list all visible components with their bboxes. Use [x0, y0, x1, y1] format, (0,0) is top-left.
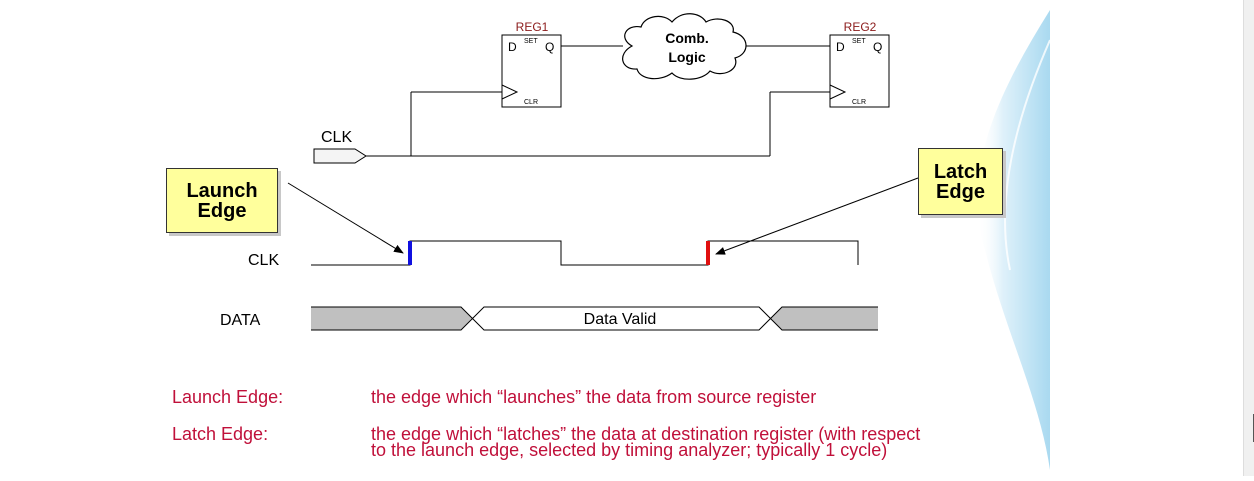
window-scrollbar[interactable]	[1243, 0, 1254, 476]
latch-edge-callout: Latch Edge	[918, 148, 1003, 215]
data-valid-label: Data Valid	[584, 311, 657, 328]
comb-logic-label-line1: Comb.	[665, 30, 709, 46]
launch-edge-callout: Launch Edge	[166, 168, 278, 233]
reg2-label: REG2	[844, 20, 877, 34]
reg2-flip-flop	[829, 34, 890, 108]
comb-logic-cloud	[622, 13, 747, 80]
reg2-set-pin: SET	[852, 38, 866, 45]
clk-waveform-label: CLK	[248, 252, 279, 269]
launch-callout-line1: Launch	[186, 179, 258, 202]
reg1-clr-pin: CLR	[524, 99, 538, 106]
reg1-set-pin: SET	[524, 38, 538, 45]
definition-text-line: the edge which “latches” the data at des…	[371, 424, 921, 444]
latch-callout-line2: Edge	[936, 180, 985, 203]
clk-input-label: CLK	[321, 129, 352, 146]
definition-text-line: to the launch edge, selected by timing a…	[371, 440, 888, 460]
definition-term: Latch Edge:	[172, 424, 269, 444]
reg2-clr-pin: CLR	[852, 99, 866, 106]
latch-edge-arrow	[715, 177, 919, 255]
comb-logic-label-line2: Logic	[668, 49, 706, 65]
clk-input-pad	[313, 148, 367, 164]
reg1-q-pin: Q	[545, 40, 554, 54]
definition-launch-edge: Launch Edge: the edge which “launches” t…	[172, 387, 1052, 409]
launch-edge-arrow	[287, 182, 404, 254]
launch-callout-line2: Edge	[197, 199, 247, 222]
definition-text-line: the edge which “launches” the data from …	[371, 387, 817, 407]
data-invalid-region-right	[771, 307, 878, 330]
data-waveform-label: DATA	[220, 312, 261, 329]
reg2-d-pin: D	[836, 40, 845, 54]
definition-latch-edge: Latch Edge: the edge which “latches” the…	[172, 424, 1052, 462]
circuit-schematic	[313, 13, 890, 164]
reg1-flip-flop	[501, 34, 562, 108]
data-invalid-region-left	[311, 307, 472, 330]
latch-callout-line1: Latch	[933, 160, 988, 183]
clk-waveform	[311, 240, 859, 266]
reg1-label: REG1	[516, 20, 549, 34]
reg1-d-pin: D	[508, 40, 517, 54]
background-swoosh	[977, 10, 1050, 470]
reg2-q-pin: Q	[873, 40, 882, 54]
data-waveform	[311, 306, 878, 331]
definition-term: Launch Edge:	[172, 387, 284, 407]
